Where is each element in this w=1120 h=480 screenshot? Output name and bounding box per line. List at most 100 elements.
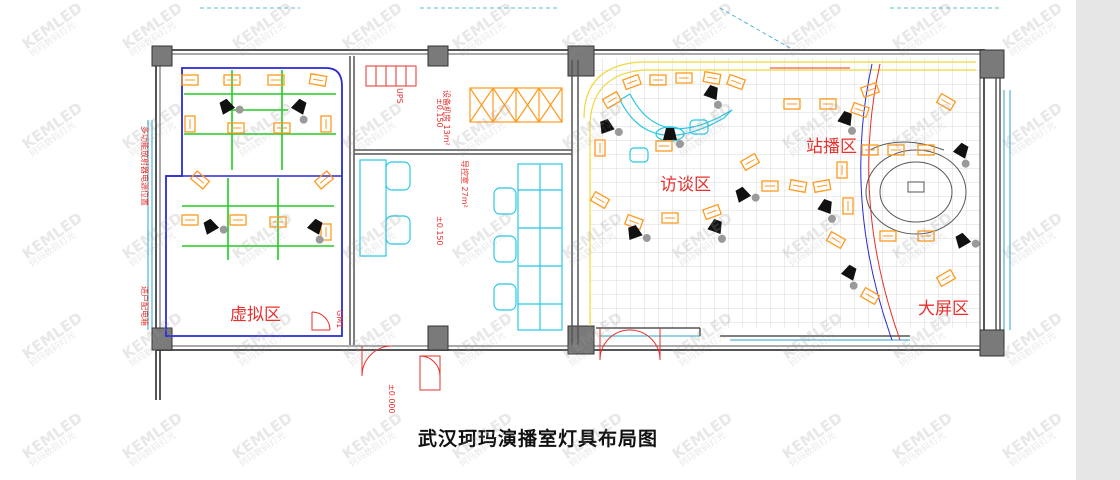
light-stand-icon <box>961 159 970 168</box>
spotlight-icon <box>203 218 228 235</box>
doors <box>311 311 661 391</box>
par-light-lens <box>607 97 617 103</box>
control-room-furniture <box>359 159 563 331</box>
note-gm: GM1 <box>335 310 344 329</box>
par-light-fixture <box>223 74 241 86</box>
par-light-fixture <box>935 92 957 112</box>
light-stand-icon <box>827 214 836 223</box>
par-light-fixture <box>825 230 847 250</box>
spotlight-icon <box>219 98 244 115</box>
par-light-fixture <box>887 144 905 156</box>
par-light-fixture <box>812 178 832 194</box>
par-light-lens <box>745 159 755 165</box>
zone-label-interview: 访谈区 <box>660 175 711 195</box>
zone-label-virtual: 虚拟区 <box>230 305 281 325</box>
par-light-fixture <box>621 73 643 91</box>
spotlight-icon <box>955 232 980 249</box>
light-stand-icon <box>713 100 722 109</box>
par-light-fixture <box>229 214 247 226</box>
fixture-layer <box>181 70 980 306</box>
floor-plan-drawing <box>147 7 1011 400</box>
light-stand-icon <box>849 281 858 290</box>
par-light-fixture <box>273 122 291 134</box>
light-stand-icon <box>717 234 726 243</box>
par-light-fixture <box>725 73 747 91</box>
virtual-zone-boundary <box>165 67 343 337</box>
par-light-fixture <box>702 70 722 86</box>
right-wall <box>983 60 1001 356</box>
par-light-lens <box>865 87 875 93</box>
par-light-fixture <box>227 122 245 134</box>
par-light-lens <box>195 176 205 184</box>
par-light-fixture <box>859 81 881 99</box>
light-stand-icon <box>971 239 980 248</box>
par-light-lens <box>831 237 841 243</box>
par-light-fixture <box>184 115 196 133</box>
par-light-fixture <box>181 74 199 86</box>
interior-partitions <box>349 56 910 345</box>
spotlight-icon <box>703 84 722 109</box>
par-light-lens <box>731 79 741 85</box>
par-light-lens <box>627 79 637 85</box>
par-light-fixture <box>836 161 848 179</box>
drawing-title: 武汉珂玛演播室灯具布局图 <box>417 428 658 450</box>
light-stand-icon <box>642 233 651 242</box>
par-light-fixture <box>701 203 723 221</box>
par-light-lens <box>312 78 324 82</box>
par-light-lens <box>707 209 717 215</box>
light-stand-icon <box>315 235 324 244</box>
par-light-lens <box>816 184 828 188</box>
par-light-fixture <box>601 90 623 110</box>
spotlight-icon <box>663 128 684 148</box>
par-light-fixture <box>675 72 693 84</box>
note-left-top: 多功能放射器电源位置 <box>140 126 149 206</box>
par-light-fixture <box>269 216 287 228</box>
par-light-fixture <box>594 139 606 157</box>
right-scroll-margin <box>1076 0 1120 480</box>
note-elev-door: ±0.000 <box>387 384 396 414</box>
par-light-fixture <box>655 140 673 152</box>
par-light-fixture <box>861 144 879 156</box>
spotlight-icon <box>707 218 726 243</box>
stage-outline <box>583 61 976 326</box>
light-stand-icon <box>847 126 856 135</box>
par-light-fixture <box>320 115 332 133</box>
par-light-fixture <box>849 101 871 119</box>
zone-label-standing: 站播区 <box>806 137 857 157</box>
note-control-room: 导控室 27m² <box>460 160 469 208</box>
par-light-fixture <box>859 286 881 306</box>
par-light-fixture <box>649 74 667 86</box>
par-light-lens <box>865 293 875 299</box>
light-stand-icon <box>219 225 228 234</box>
par-light-fixture <box>189 170 211 190</box>
note-ups: UPS <box>395 88 404 104</box>
standing-table <box>865 141 967 235</box>
note-elev-top: ±0.150 <box>435 98 444 128</box>
spotlight-icon <box>837 110 856 135</box>
par-light-lens <box>319 176 329 184</box>
spotlight-icon <box>628 224 651 242</box>
par-light-lens <box>941 275 951 281</box>
par-light-lens <box>629 219 639 225</box>
par-light-fixture <box>308 72 328 88</box>
par-light-fixture <box>935 268 957 288</box>
zone-label-big-screen: 大屏区 <box>918 299 969 319</box>
par-light-fixture <box>917 144 935 156</box>
par-light-fixture <box>589 190 611 210</box>
par-light-fixture <box>267 74 285 86</box>
par-light-fixture <box>739 152 761 172</box>
equipment-racks <box>365 65 417 87</box>
light-stand-icon <box>235 105 244 114</box>
par-light-fixture <box>879 230 897 242</box>
light-stand-icon <box>299 115 308 124</box>
spotlight-icon <box>306 218 324 244</box>
stage-curves <box>770 63 901 341</box>
spotlight-icon <box>290 98 308 124</box>
light-stand-icon <box>751 193 760 202</box>
par-light-fixture <box>320 223 332 241</box>
spotlight-icon <box>600 118 623 136</box>
note-left-bottom: 进户配电箱 <box>140 286 149 326</box>
par-light-lens <box>855 107 865 113</box>
spotlight-icon <box>952 142 970 168</box>
dashed-leaders <box>200 7 1000 49</box>
